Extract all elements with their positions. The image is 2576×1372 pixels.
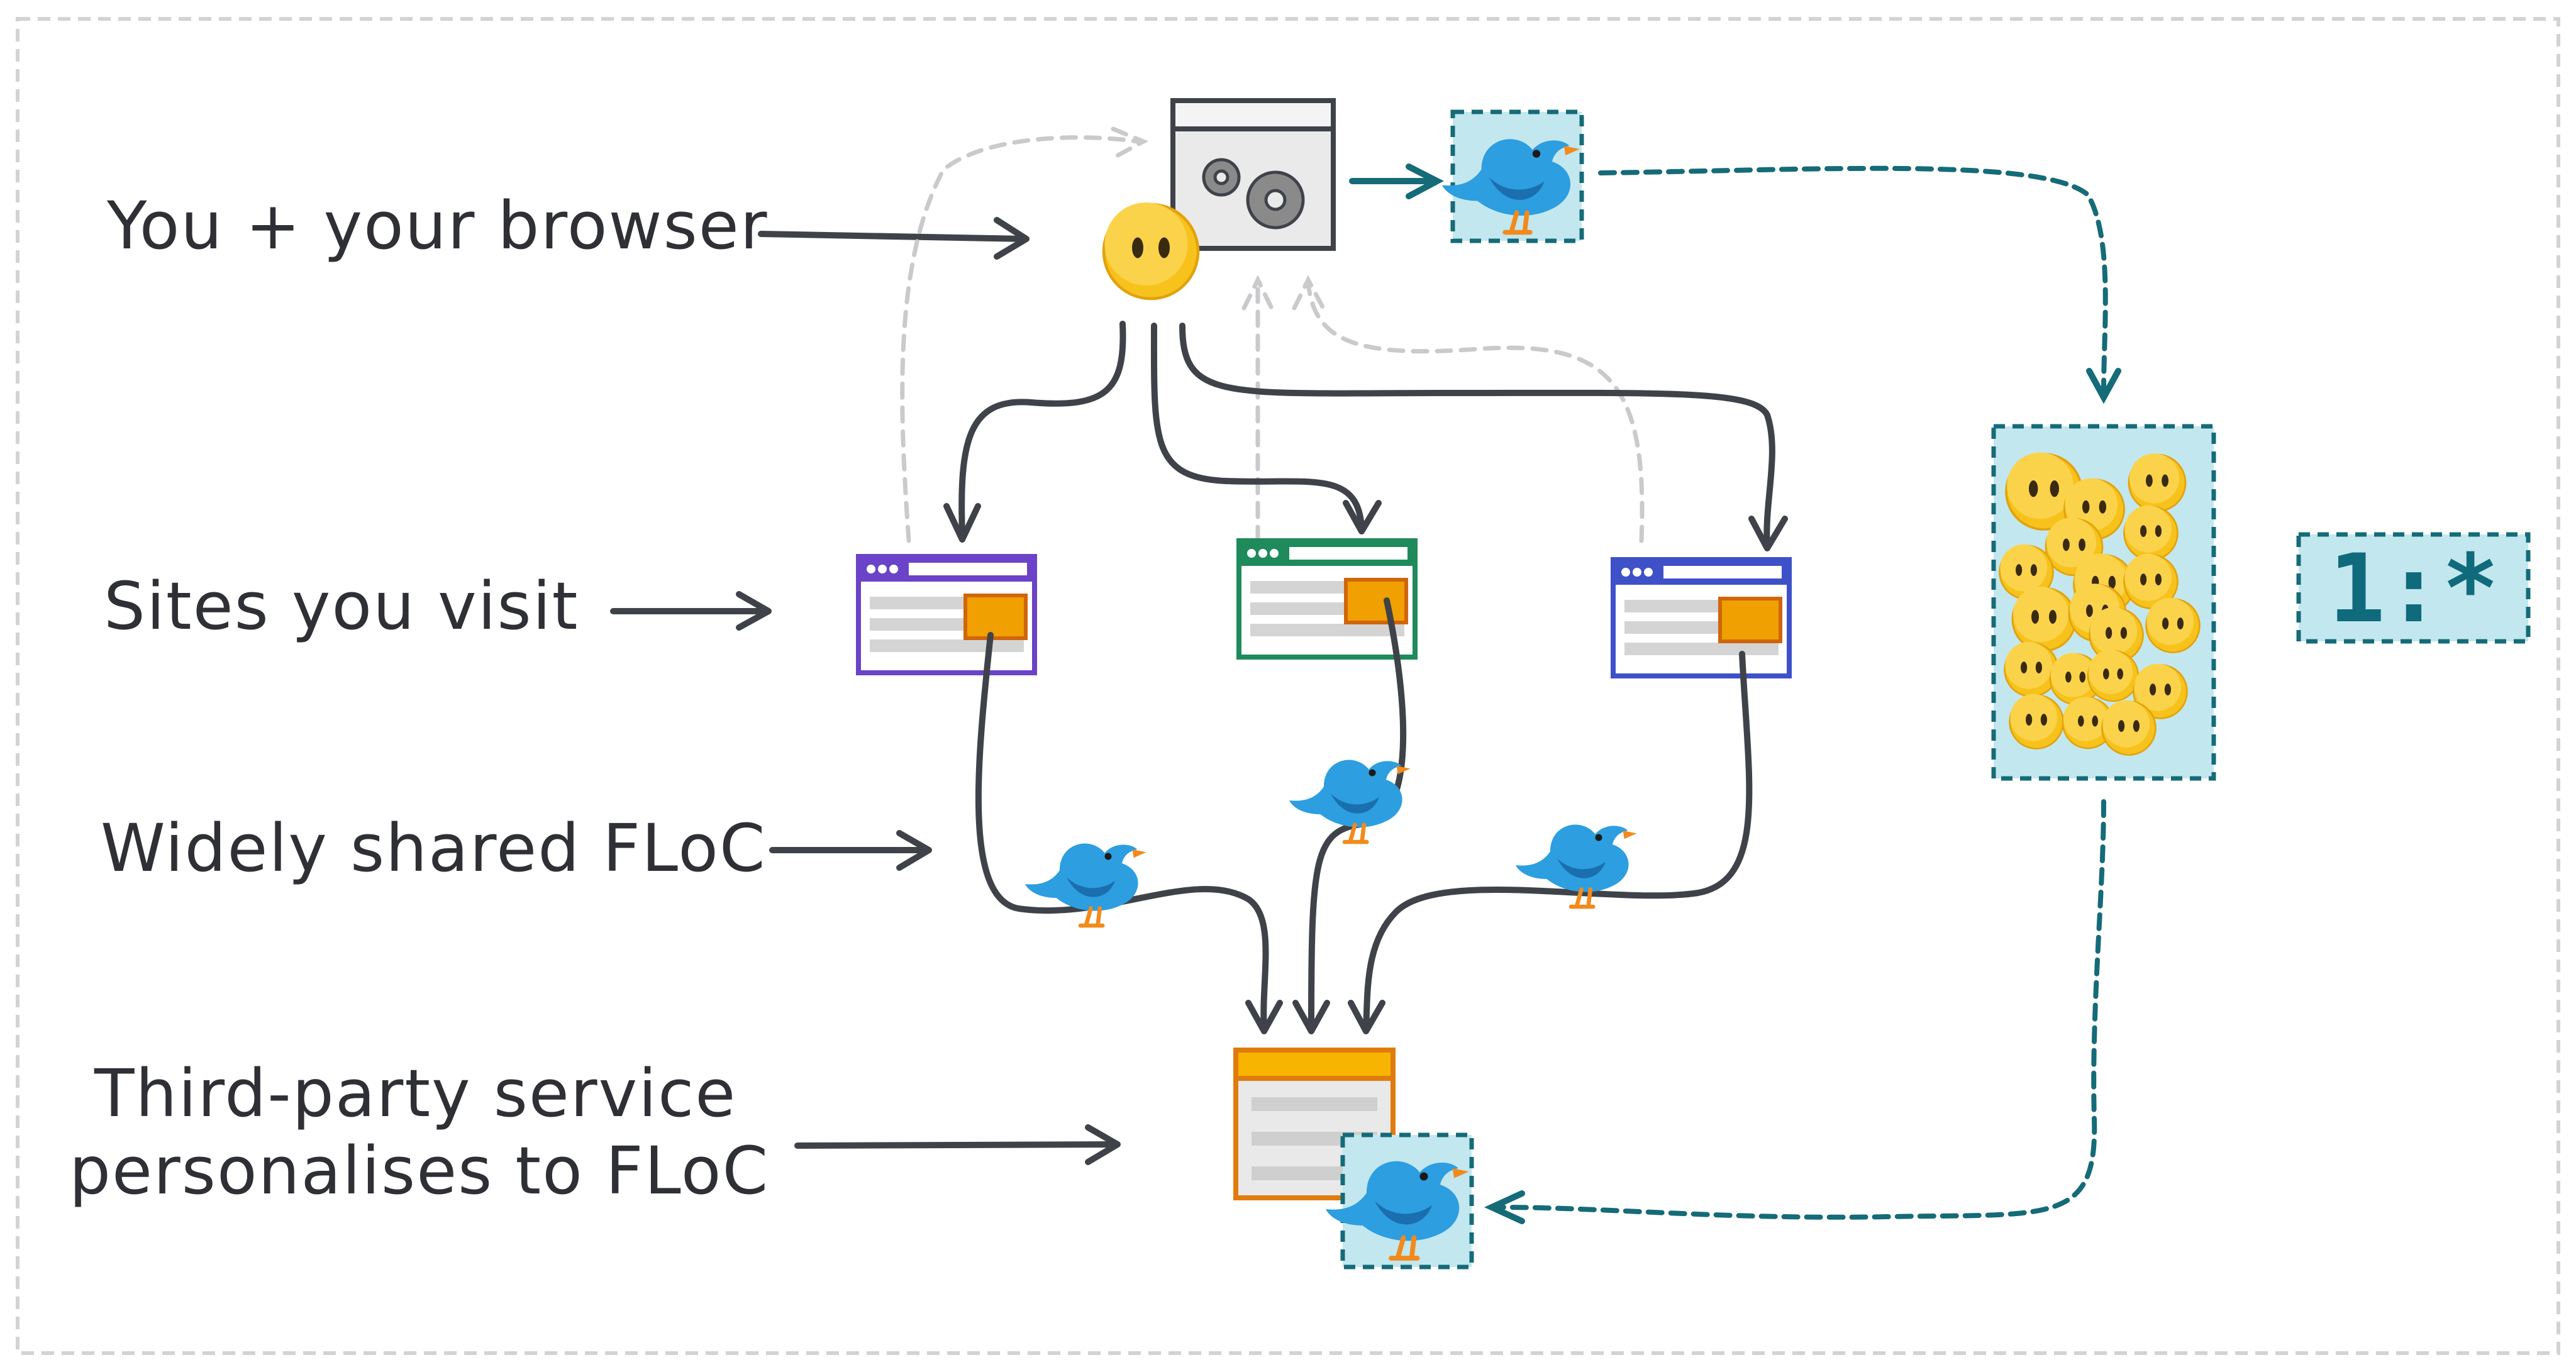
third-party-cohort-box	[1326, 1132, 1474, 1270]
arrowhead-crowd-to-third-party	[1484, 1190, 1525, 1224]
arrow-third-party	[794, 1141, 1119, 1149]
arrow-crowd-to-third-party	[1497, 799, 2106, 1220]
arrowhead-site2-to-third-party	[1292, 1000, 1330, 1034]
arrow-browser-to-site3	[1179, 323, 1775, 549]
outer-frame	[16, 17, 2560, 1355]
arrow-you-browser	[758, 231, 1028, 242]
arrowhead-browser-to-site3	[1748, 516, 1788, 551]
label-sites-visit: Sites you visit	[104, 568, 579, 645]
label-you-browser: You + your browser	[106, 187, 769, 264]
ratio-label: 1:*	[2329, 534, 2499, 644]
arrowhead-site3-to-third-party	[1348, 1000, 1385, 1034]
faces-crowd-icon	[1991, 424, 2216, 781]
arrowhead-sites-visit	[736, 591, 772, 631]
browser-gears-icon	[1170, 98, 1336, 251]
ghost-arrow-site1	[900, 135, 1141, 543]
site-window-blue	[1613, 560, 1789, 676]
label-third-party-line1: Third-party service	[94, 1055, 736, 1132]
arrowhead-token-to-crowd	[2086, 368, 2121, 404]
arrow-browser-to-site1	[958, 321, 1126, 538]
arrowhead-browser-to-cohort	[1406, 163, 1444, 199]
ghost-arrow-site3	[1306, 280, 1645, 543]
label-third-party-line2: personalises to FLoC	[69, 1132, 769, 1209]
arrow-token-to-crowd	[1598, 165, 2108, 392]
site-window-purple	[858, 556, 1035, 673]
arrow-site1-to-third-party	[975, 632, 1269, 1031]
ratio-box: 1:*	[2296, 532, 2531, 644]
arrowhead-site1-to-third-party	[1245, 1000, 1283, 1034]
arrowhead-you-browser	[994, 217, 1030, 260]
arrowhead-shared-floc	[896, 830, 932, 871]
arrow-browser-to-site2	[1150, 323, 1365, 531]
label-shared-floc: Widely shared FLoC	[101, 810, 766, 887]
ghost-arrowhead-site3	[1292, 275, 1326, 311]
ghost-arrowhead-site2	[1241, 275, 1274, 311]
ghost-arrowhead-site1	[1111, 126, 1149, 160]
arrowhead-third-party	[1085, 1124, 1121, 1165]
arrowhead-browser-to-site2	[1343, 500, 1382, 534]
neutral-face-icon	[1104, 202, 1198, 299]
arrowhead-browser-to-site1	[943, 503, 981, 543]
cohort-token-box	[1442, 109, 1584, 243]
